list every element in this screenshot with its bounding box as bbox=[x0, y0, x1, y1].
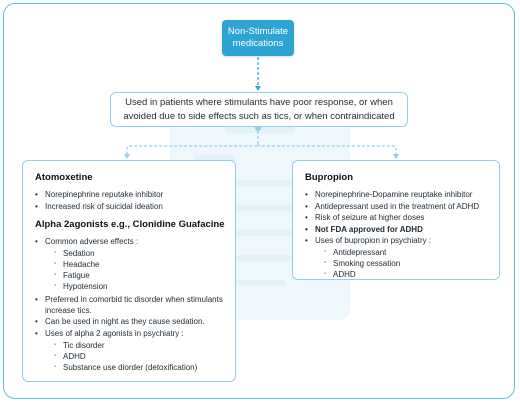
arrowhead-left bbox=[124, 154, 130, 159]
list-item: Preferred in comorbid tic disorder when … bbox=[35, 294, 231, 316]
sub-list-item: Substance use diorder (detoxification) bbox=[45, 362, 231, 373]
alpha2-list: Common adverse effects : Sedation Headac… bbox=[35, 236, 231, 373]
alpha2-uses-sublist: Tic disorder ADHD Substance use diorder … bbox=[45, 340, 231, 373]
right-card: Bupropion Norepinephrine-Dopamine reupta… bbox=[292, 160, 500, 280]
arrowhead-summary bbox=[255, 86, 261, 91]
list-item: Can be used in night as they cause sedat… bbox=[35, 316, 231, 327]
summary-text: Used in patients where stimulants have p… bbox=[123, 96, 395, 122]
bupropion-list: Norepinephrine-Dopamine reuptake inhibit… bbox=[305, 189, 495, 280]
connector-summary-right bbox=[257, 143, 397, 154]
sub-list-item: ADHD bbox=[45, 351, 231, 362]
adverse-effects-sublist: Sedation Headache Fatigue Hypotension bbox=[45, 248, 231, 292]
list-item: Norepinephrine reputake inhibitor bbox=[35, 189, 231, 200]
root-node: Non-Stimulate medications bbox=[222, 20, 294, 56]
bupropion-uses-sublist: Antidepressant Smoking cessation ADHD bbox=[315, 247, 495, 280]
list-item-bold: Not FDA approved for ADHD bbox=[305, 224, 495, 235]
sub-list-item: Hypotension bbox=[45, 281, 231, 292]
list-item: Antidepressant used in the treatment of … bbox=[305, 201, 495, 212]
alpha2-title: Alpha 2agonists e.g., Clonidine Guafacin… bbox=[35, 218, 225, 230]
list-item-text: Uses of bupropion in psychiatry : bbox=[315, 236, 432, 245]
list-item: Norepinephrine-Dopamine reuptake inhibit… bbox=[305, 189, 495, 200]
list-item: Uses of bupropion in psychiatry : Antide… bbox=[305, 235, 495, 280]
sub-list-item: Headache bbox=[45, 259, 231, 270]
list-item: Risk of seizure at higher doses bbox=[305, 212, 495, 223]
sub-list-item: Antidepressant bbox=[315, 247, 495, 258]
list-item: Uses of alpha 2 agonists in psychiatry :… bbox=[35, 328, 231, 373]
list-item: Common adverse effects : Sedation Headac… bbox=[35, 236, 231, 292]
root-label: Non-Stimulate medications bbox=[227, 26, 289, 49]
sub-list-item: Fatigue bbox=[45, 270, 231, 281]
list-item-text: Common adverse effects : bbox=[45, 236, 139, 246]
atomoxetine-list: Norepinephrine reputake inhibitor Increa… bbox=[35, 189, 231, 212]
list-item: Increased risk of suicidal ideation bbox=[35, 201, 231, 212]
atomoxetine-title: Atomoxetine bbox=[35, 172, 93, 183]
sub-list-item: Tic disorder bbox=[45, 340, 231, 351]
bupropion-title: Bupropion bbox=[305, 172, 354, 183]
sub-list-item: Sedation bbox=[45, 248, 231, 259]
connector-summary-left bbox=[126, 131, 259, 154]
list-item-text: Uses of alpha 2 agonists in psychiatry : bbox=[45, 328, 184, 338]
summary-node: Used in patients where stimulants have p… bbox=[110, 92, 408, 127]
left-card: Atomoxetine Norepinephrine reputake inhi… bbox=[22, 160, 236, 382]
sub-list-item: Smoking cessation bbox=[315, 258, 495, 269]
arrowhead-right bbox=[393, 154, 399, 159]
sub-list-item: ADHD bbox=[315, 269, 495, 280]
